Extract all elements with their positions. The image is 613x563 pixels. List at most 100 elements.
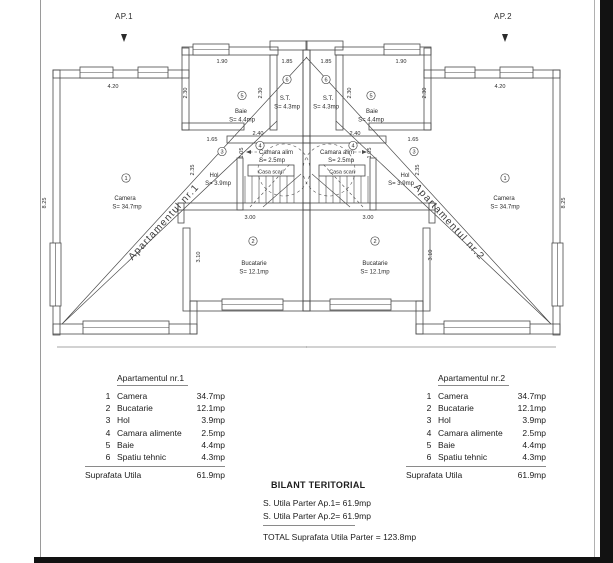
room-name-bucatarie: Bucatarie xyxy=(362,261,388,267)
dim-190: 1.90 xyxy=(217,59,228,65)
apartment-walls xyxy=(49,40,311,348)
bilant-title: BILANT TERITORIAL xyxy=(271,480,366,490)
room-area-st: S= 4.3mp xyxy=(313,105,340,111)
room-num-camara: 4 xyxy=(258,144,261,150)
dim-310: 3.10 xyxy=(428,250,434,261)
room-name-hol: Hol xyxy=(400,173,409,179)
bilant-line1: S. Utila Parter Ap.1= 61.9mp xyxy=(263,498,371,508)
room-name-camara: Camara alim xyxy=(259,150,293,156)
room-area-baie: S= 4.4mp xyxy=(229,118,256,124)
dim-165: 1.65 xyxy=(207,137,218,143)
room-num-bucatarie: 2 xyxy=(251,239,254,245)
bilant-line2: S. Utila Parter Ap.2= 61.9mp xyxy=(263,511,371,521)
leader-arrow-icon xyxy=(246,150,251,154)
bilant-divider xyxy=(263,525,355,526)
room-num-camera: 1 xyxy=(124,176,127,182)
apartment-walls-mirrored xyxy=(302,40,564,348)
down-arrow-icon xyxy=(502,34,508,42)
dim-310: 3.10 xyxy=(196,252,202,263)
dim-105: 1.05 xyxy=(239,148,245,159)
room-name-bucatarie: Bucatarie xyxy=(241,261,267,267)
dim-190: 1.90 xyxy=(396,59,407,65)
room-num-st: 6 xyxy=(285,78,288,84)
room-area-camera: S= 34.7mp xyxy=(112,205,142,211)
room-num-bucatarie: 2 xyxy=(373,239,376,245)
room-name-camera: Camera xyxy=(493,196,515,202)
ap1-diagonal-label: Apartamentul nr.1 xyxy=(127,182,202,263)
dim-165: 1.65 xyxy=(408,137,419,143)
ap1-title: AP.1 xyxy=(115,12,133,21)
room-area-bucatarie: S= 12.1mp xyxy=(239,270,269,276)
dim-300: 3.00 xyxy=(363,215,374,221)
room-area-hol: S= 3.9mp xyxy=(205,181,232,187)
room-name-camera: Camera xyxy=(114,196,136,202)
room-name-st: S.T. xyxy=(323,96,334,102)
dim-230: 2.30 xyxy=(183,88,189,99)
dim-230: 2.30 xyxy=(258,88,264,99)
room-num-hol: 3 xyxy=(412,150,415,156)
room-area-camara: S= 2.5mp xyxy=(328,158,355,164)
room-num-baie: 5 xyxy=(369,94,372,100)
ap2-table-title: Apartamentul nr.2 xyxy=(438,373,510,386)
room-name-baie: Baie xyxy=(235,109,248,115)
dim-240: 2.40 xyxy=(350,131,361,137)
dim-420: 4.20 xyxy=(108,84,119,90)
ap2-title: AP.2 xyxy=(494,12,512,21)
dim-185: 1.85 xyxy=(282,59,293,65)
ap1-table-title: Apartamentul nr.1 xyxy=(117,373,189,386)
dim-105: 1.05 xyxy=(367,148,373,159)
dim-230: 2.30 xyxy=(422,88,428,99)
room-area-st: S= 4.3mp xyxy=(274,105,301,111)
room-area-baie: S= 4.4mp xyxy=(358,118,385,124)
ap1-labels: AP.1 Apartamentul nr.1 4.20 1.90 1.85 2.… xyxy=(42,12,301,276)
leader-arrow-icon xyxy=(362,150,367,154)
room-num-st: 6 xyxy=(324,78,327,84)
dim-185: 1.85 xyxy=(321,59,332,65)
room-num-camera: 1 xyxy=(503,176,506,182)
room-num-hol: 3 xyxy=(220,150,223,156)
scan-edge-bottom xyxy=(34,557,613,563)
dim-235: 2.35 xyxy=(190,165,196,176)
room-area-hol: S= 3.9mp xyxy=(388,181,415,187)
dim-240: 2.40 xyxy=(253,131,264,137)
room-num-baie: 5 xyxy=(240,94,243,100)
room-area-camera: S= 34.7mp xyxy=(490,205,520,211)
room-name-camara: Camara alim xyxy=(320,150,354,156)
room-name-st: S.T. xyxy=(280,96,291,102)
stairs-label: Casa scari xyxy=(258,170,283,176)
dim-300: 3.00 xyxy=(245,215,256,221)
stairs-label: Casa scari xyxy=(329,170,354,176)
ap2-diagonal-label: Apartamentul nr.2 xyxy=(411,182,486,263)
dim-230: 2.30 xyxy=(347,88,353,99)
bilant-total: TOTAL Suprafata Utila Parter = 123.8mp xyxy=(263,532,417,542)
dim-825: 8.25 xyxy=(42,198,48,209)
ap2-labels: AP.2 Apartamentul nr.2 4.20 1.90 1.85 2.… xyxy=(313,12,567,276)
down-arrow-icon xyxy=(121,34,127,42)
room-area-camara: S= 2.5mp xyxy=(259,158,286,164)
dim-235: 2.35 xyxy=(415,165,421,176)
room-name-baie: Baie xyxy=(366,109,379,115)
page-left-border xyxy=(40,0,41,557)
dim-825: 8.25 xyxy=(561,198,567,209)
room-num-camara: 4 xyxy=(351,144,354,150)
scan-edge-right xyxy=(600,0,613,563)
window-symbols xyxy=(49,43,284,335)
page-right-border xyxy=(594,0,595,557)
